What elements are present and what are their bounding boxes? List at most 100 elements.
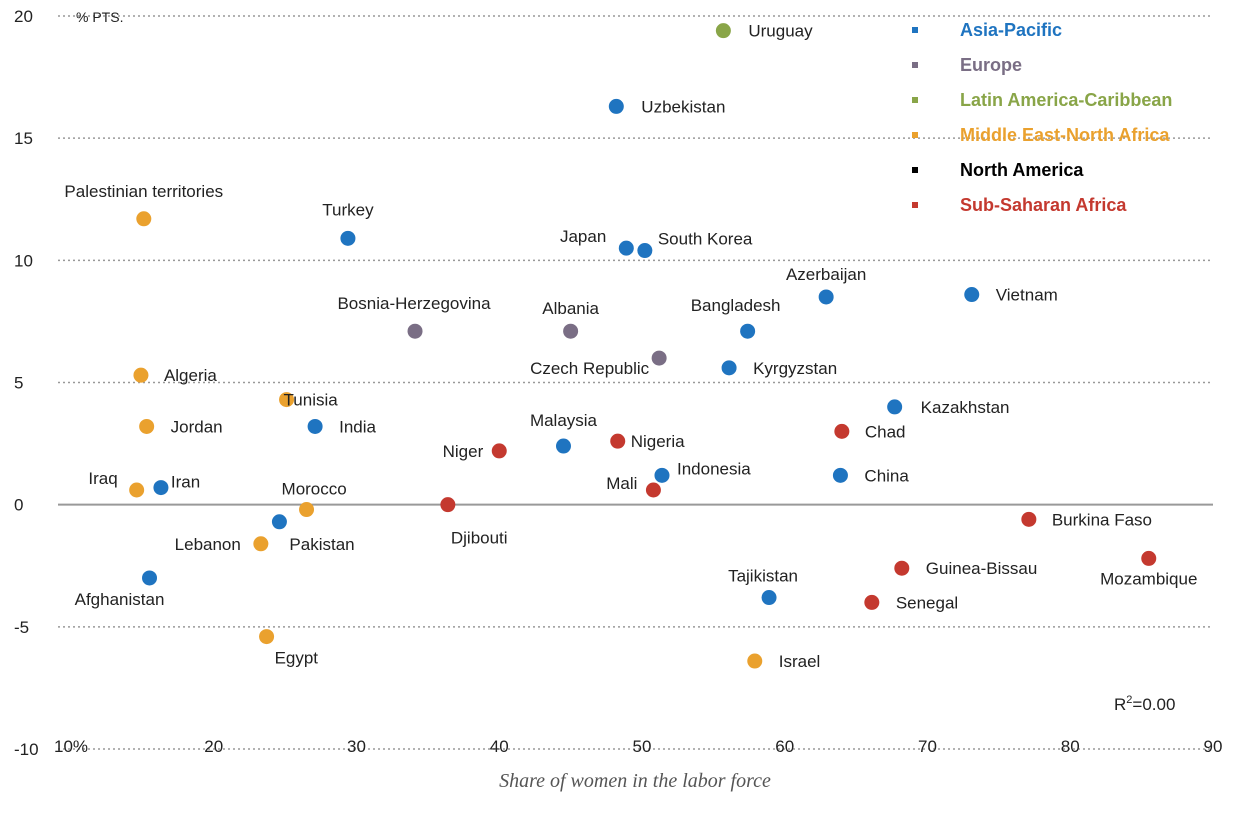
y-tick-10: -10 (14, 740, 39, 759)
y-tick-20: 20 (14, 7, 33, 26)
y-tick-10: 10 (14, 251, 33, 270)
label-mozambique: Mozambique (1100, 569, 1197, 588)
label-czech-republic: Czech Republic (530, 359, 650, 378)
label-south-korea: South Korea (658, 230, 753, 249)
y-tick-5: -5 (14, 618, 29, 637)
point-uruguay (715, 23, 731, 39)
label-afghanistan: Afghanistan (75, 590, 165, 609)
point-guinea-bissau (894, 560, 910, 576)
point-albania (563, 323, 579, 339)
label-bosnia-herzegovina: Bosnia-Herzegovina (337, 294, 491, 313)
label-palestinian-territories: Palestinian territories (64, 182, 223, 201)
x-tick-60: 60 (775, 737, 794, 756)
x-tick-70: 70 (918, 737, 937, 756)
label-iran: Iran (171, 473, 200, 492)
label-turkey: Turkey (322, 200, 374, 219)
legend-swatch-middle-east-north-africa (912, 132, 918, 138)
label-iraq: Iraq (88, 469, 117, 488)
point-afghanistan (142, 570, 158, 586)
point-tunisia (279, 392, 295, 408)
point-south-korea (637, 243, 653, 259)
legend-swatch-sub-saharan-africa (912, 202, 918, 208)
label-niger: Niger (443, 442, 484, 461)
point-mozambique (1141, 550, 1157, 566)
point-iran (153, 480, 169, 496)
legend-label-latin-america-caribbean: Latin America-Caribbean (960, 90, 1172, 110)
x-tick-50: 50 (633, 737, 652, 756)
label-kyrgyzstan: Kyrgyzstan (753, 359, 837, 378)
y-tick-5: 5 (14, 374, 23, 393)
y-axis-ticks: 20 15 10 5 0 -5 -10 (14, 7, 39, 759)
legend-label-europe: Europe (960, 55, 1022, 75)
label-pakistan: Pakistan (289, 535, 354, 554)
point-palestinian-territories (136, 211, 152, 227)
point-turkey (340, 230, 356, 246)
point-morocco (299, 502, 315, 518)
point-algeria (133, 367, 149, 383)
point-indonesia (654, 467, 670, 483)
label-tunisia: Tunisia (284, 391, 339, 410)
point-azerbaijan (818, 289, 834, 305)
r-squared-base: R (1114, 695, 1126, 714)
label-senegal: Senegal (896, 593, 958, 612)
y-axis-label: % PTS. (76, 9, 123, 25)
point-malaysia (555, 438, 571, 454)
label-lebanon: Lebanon (175, 535, 241, 554)
point-bosnia-herzegovina (407, 323, 423, 339)
point-chad (834, 423, 850, 439)
point-nigeria (610, 433, 626, 449)
label-israel: Israel (779, 652, 821, 671)
label-djibouti: Djibouti (451, 529, 508, 548)
legend-label-asia-pacific: Asia-Pacific (960, 20, 1062, 40)
point-lebanon (253, 536, 269, 552)
label-egypt: Egypt (275, 649, 319, 668)
label-nigeria: Nigeria (631, 432, 685, 451)
point-egypt (259, 629, 275, 645)
gridlines (58, 15, 1213, 750)
r-squared-exponent: 2 (1126, 694, 1132, 706)
label-kazakhstan: Kazakhstan (921, 398, 1010, 417)
r-squared-annotation: R2=0.00 (1114, 694, 1175, 714)
label-mali: Mali (606, 474, 637, 493)
x-tick-40: 40 (490, 737, 509, 756)
point-japan (618, 240, 634, 256)
y-tick-15: 15 (14, 129, 33, 148)
y-tick-0: 0 (14, 496, 23, 515)
point-bangladesh (740, 323, 756, 339)
point-senegal (864, 594, 880, 610)
label-chad: Chad (865, 422, 906, 441)
label-bangladesh: Bangladesh (691, 296, 781, 315)
point-jordan (139, 418, 155, 434)
point-pakistan (271, 514, 287, 530)
legend-swatch-asia-pacific (912, 27, 918, 33)
label-jordan: Jordan (171, 417, 223, 436)
point-tajikistan (761, 590, 777, 606)
legend-label-sub-saharan-africa: Sub-Saharan Africa (960, 195, 1127, 215)
label-vietnam: Vietnam (996, 286, 1058, 305)
label-albania: Albania (542, 299, 599, 318)
point-mali (645, 482, 661, 498)
label-morocco: Morocco (282, 480, 347, 499)
label-algeria: Algeria (164, 366, 217, 385)
x-axis-label: Share of women in the labor force (499, 770, 771, 792)
label-china: China (864, 466, 909, 485)
label-uruguay: Uruguay (748, 22, 813, 41)
legend-label-middle-east-north-africa: Middle East-North Africa (960, 125, 1170, 145)
point-india (307, 418, 323, 434)
label-india: India (339, 417, 376, 436)
label-guinea-bissau: Guinea-Bissau (926, 559, 1038, 578)
label-indonesia: Indonesia (677, 459, 751, 478)
legend-swatch-europe (912, 62, 918, 68)
point-china (832, 467, 848, 483)
point-kazakhstan (887, 399, 903, 415)
x-tick-80: 80 (1061, 737, 1080, 756)
point-niger (491, 443, 507, 459)
point-burkina-faso (1021, 511, 1037, 527)
point-kyrgyzstan (721, 360, 737, 376)
label-tajikistan: Tajikistan (728, 567, 798, 586)
x-tick-30: 30 (347, 737, 366, 756)
x-tick-10: 10% (54, 737, 88, 756)
legend-swatch-latin-america-caribbean (912, 97, 918, 103)
